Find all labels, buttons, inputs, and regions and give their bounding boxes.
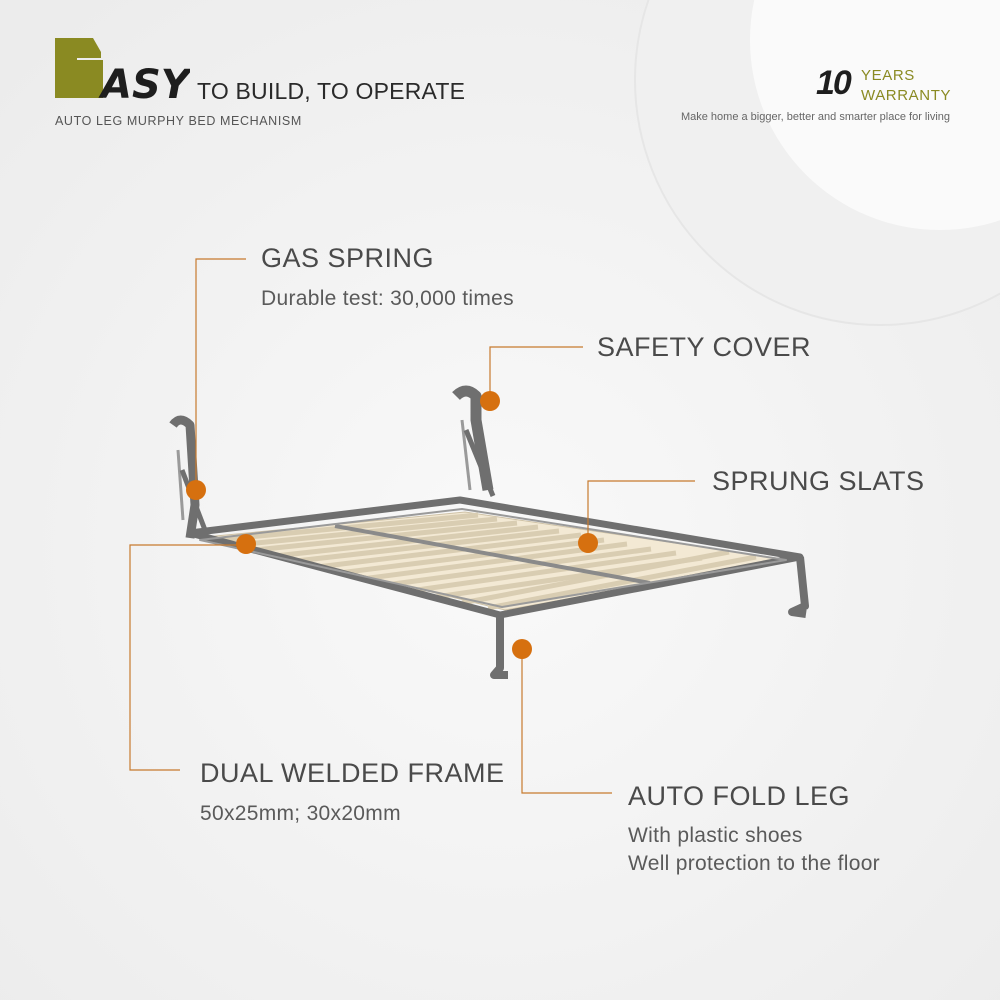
fold-leg-desc-1: With plastic shoes [628, 824, 803, 847]
frame-title: DUAL WELDED FRAME [200, 758, 505, 788]
safety-cover-title: SAFETY COVER [597, 332, 812, 362]
easy-logo: ASY [55, 38, 190, 103]
gas-spring-desc: Durable test: 30,000 times [261, 287, 514, 310]
fold-leg-title: AUTO FOLD LEG [628, 781, 851, 811]
safety-cover-marker [480, 391, 500, 411]
leader-lines [129, 258, 695, 794]
slogan: Make home a bigger, better and smarter p… [680, 111, 950, 123]
fold-leg-desc-2: Well protection to the floor [628, 852, 880, 875]
warranty-years-label: YEARS [861, 67, 915, 84]
bed-frame [169, 385, 809, 679]
sprung-slats-title: SPRUNG SLATS [712, 466, 925, 496]
page-subtitle: AUTO LEG MURPHY BED MECHANISM [55, 114, 302, 128]
warranty-number: 10 [816, 64, 852, 102]
gas-spring-marker [186, 480, 206, 500]
frame-marker [236, 534, 256, 554]
tagline: TO BUILD, TO OPERATE [197, 78, 466, 104]
gas-spring-title: GAS SPRING [261, 243, 435, 273]
frame-desc: 50x25mm; 30x20mm [200, 802, 401, 825]
sprung-slats-marker [578, 533, 598, 553]
warranty-label: WARRANTY [861, 87, 952, 104]
logo-wordmark: ASY [98, 62, 190, 103]
fold-leg-marker [512, 639, 532, 659]
